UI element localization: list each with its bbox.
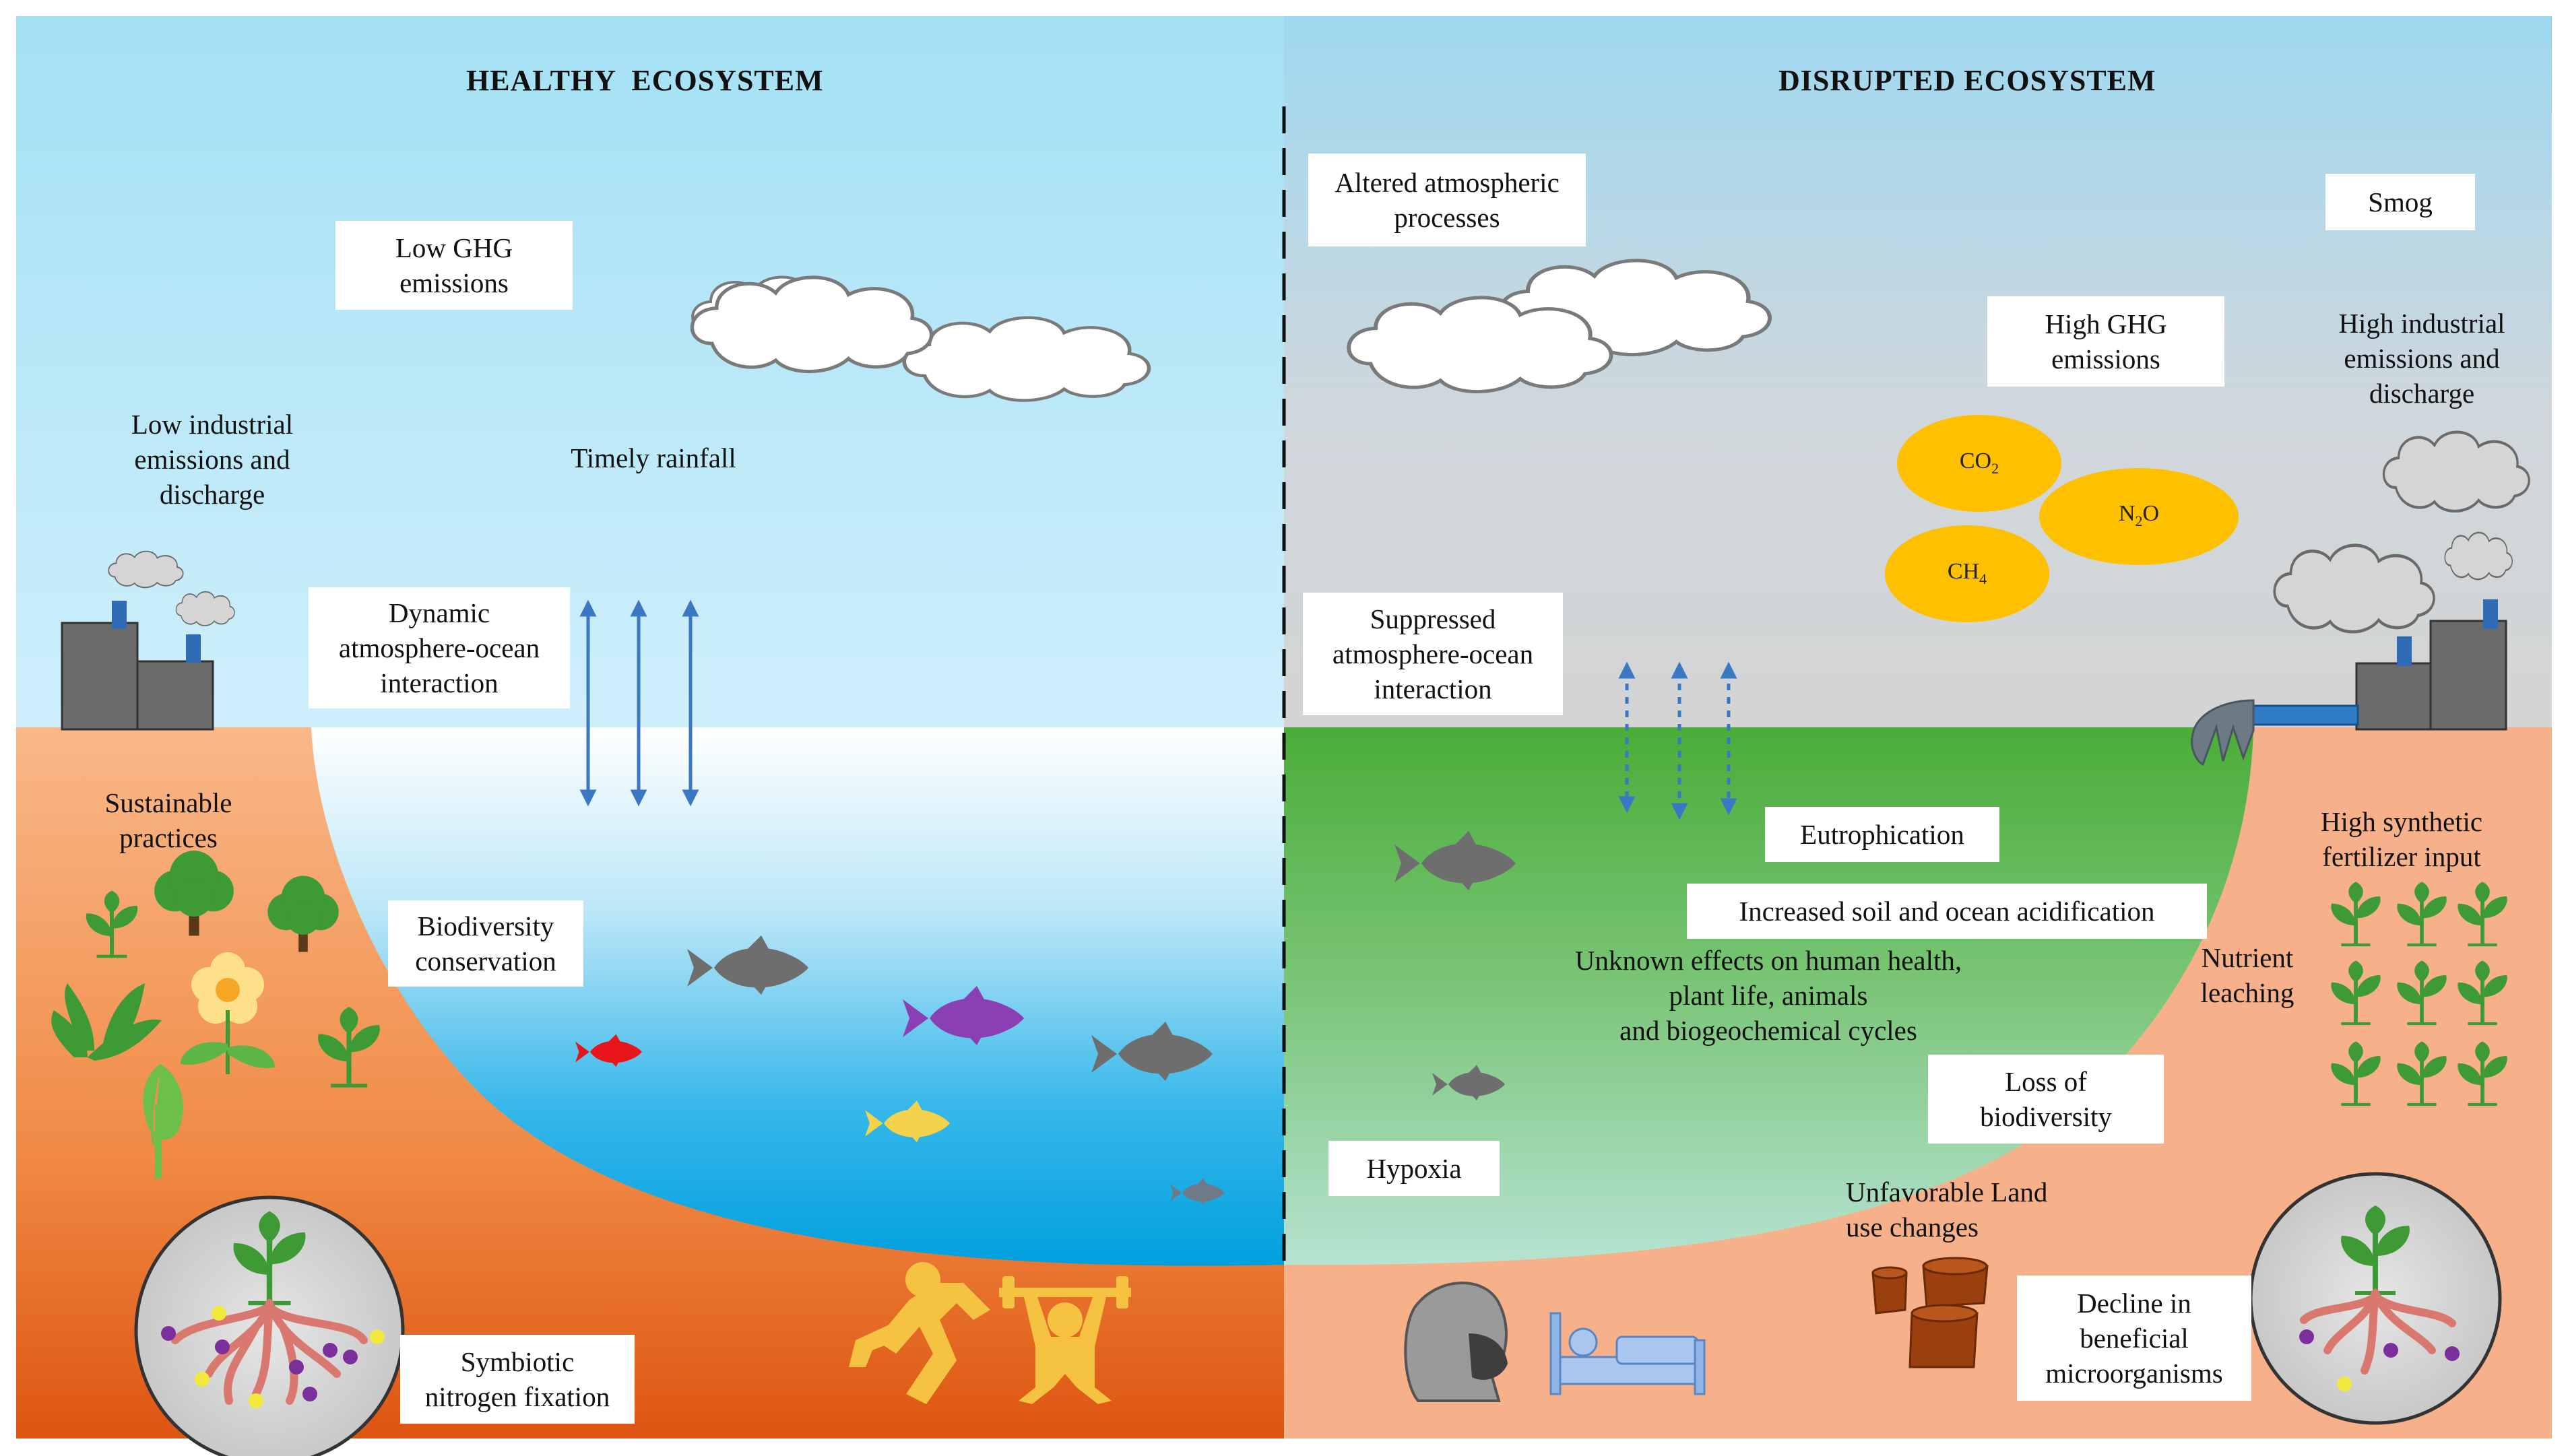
n2o-label: N2O xyxy=(2118,501,2160,529)
gas-bubbles xyxy=(1885,415,2239,622)
cloud-icon xyxy=(692,277,931,372)
disrupted-title: DISRUPTED ECOSYSTEM xyxy=(1778,64,2156,97)
acidification-label: Increased soil and ocean acidification xyxy=(1687,884,2207,939)
hypoxia-label: Hypoxia xyxy=(1328,1141,1500,1196)
suppressed-arrows-icon xyxy=(1618,661,1737,820)
plants-icon xyxy=(51,851,380,1179)
co2-label: CO2 xyxy=(1959,449,1999,477)
high-fertilizer-label: High synthetic fertilizer input xyxy=(2320,806,2483,872)
cloud-icon xyxy=(904,318,1149,401)
hospital-bed-icon xyxy=(1549,1312,1706,1395)
low-ghg-label: Low GHG emissions xyxy=(335,221,573,310)
sustainable-practices-label: Sustainable practices xyxy=(104,787,232,853)
root-circle-icon xyxy=(134,1195,405,1456)
weightlifter-icon xyxy=(999,1276,1131,1404)
masked-person-icon xyxy=(1404,1282,1508,1402)
smog-label: Smog xyxy=(2325,174,2475,230)
healthy-title: HEALTHY ECOSYSTEM xyxy=(466,64,824,97)
unknown-effects-label: Unknown effects on human health, plant l… xyxy=(1574,945,1962,1046)
suppressed-interaction-label: Suppressed atmosphere-ocean interaction xyxy=(1303,593,1563,715)
decline-microorganisms-label: Decline in beneficial microorganisms xyxy=(2017,1276,2251,1401)
running-person-icon xyxy=(849,1262,990,1404)
cloud-icon xyxy=(1349,298,1611,392)
high-industrial-label: High industrial emissions and discharge xyxy=(2338,308,2505,409)
factory-icon xyxy=(61,550,236,731)
nitrogen-fixation-label: Symbiotic nitrogen fixation xyxy=(400,1335,635,1424)
nutrient-leaching-label: Nutrient leaching xyxy=(2200,942,2294,1008)
biodiversity-conservation-label: Biodiversity conservation xyxy=(388,900,583,987)
land-use-label: Unfavorable Land use changes xyxy=(1846,1177,2048,1243)
dynamic-arrows-icon xyxy=(579,599,699,807)
healthy-ocean xyxy=(311,727,1284,1266)
tree-stumps-icon xyxy=(1871,1257,1989,1368)
factory-right-icon xyxy=(2191,432,2530,766)
ch4-label: CH4 xyxy=(1947,559,1987,587)
root-circle-right-icon xyxy=(2249,1172,2502,1425)
low-industrial-label: Low industrial emissions and discharge xyxy=(131,409,294,510)
altered-processes-label: Altered atmospheric processes xyxy=(1308,154,1586,246)
timely-rainfall-label: Timely rainfall xyxy=(571,442,736,473)
loss-biodiversity-label: Loss of biodiversity xyxy=(1928,1055,2164,1144)
eutrophication-label: Eutrophication xyxy=(1765,807,1999,862)
high-ghg-label: High GHG emissions xyxy=(1987,296,2224,387)
dynamic-interaction-label: Dynamic atmosphere-ocean interaction xyxy=(309,587,570,708)
